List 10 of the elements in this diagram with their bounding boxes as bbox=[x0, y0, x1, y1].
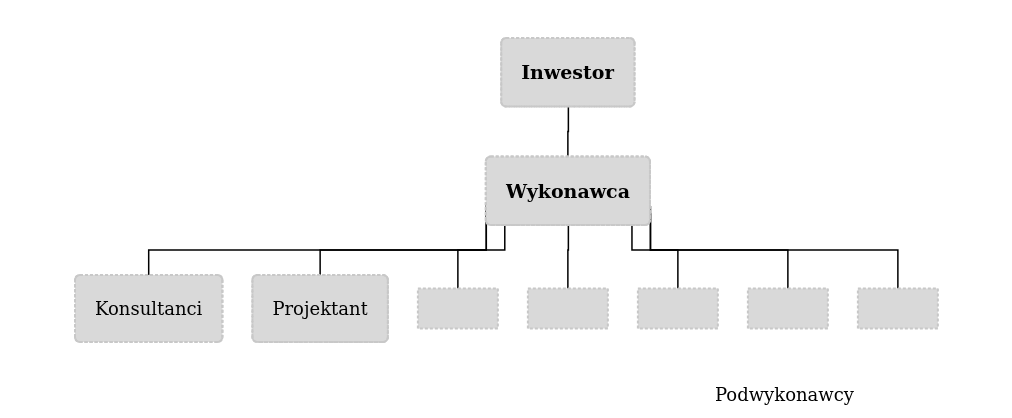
node-box bbox=[856, 287, 939, 330]
connector bbox=[630, 224, 679, 290]
group-label: Podwykonawcy bbox=[714, 384, 854, 405]
connector bbox=[566, 106, 569, 158]
node-box bbox=[746, 287, 829, 330]
connector bbox=[566, 224, 569, 290]
node-box bbox=[416, 287, 499, 330]
node-box bbox=[636, 287, 719, 330]
node-box bbox=[526, 287, 609, 330]
connector bbox=[456, 224, 506, 290]
